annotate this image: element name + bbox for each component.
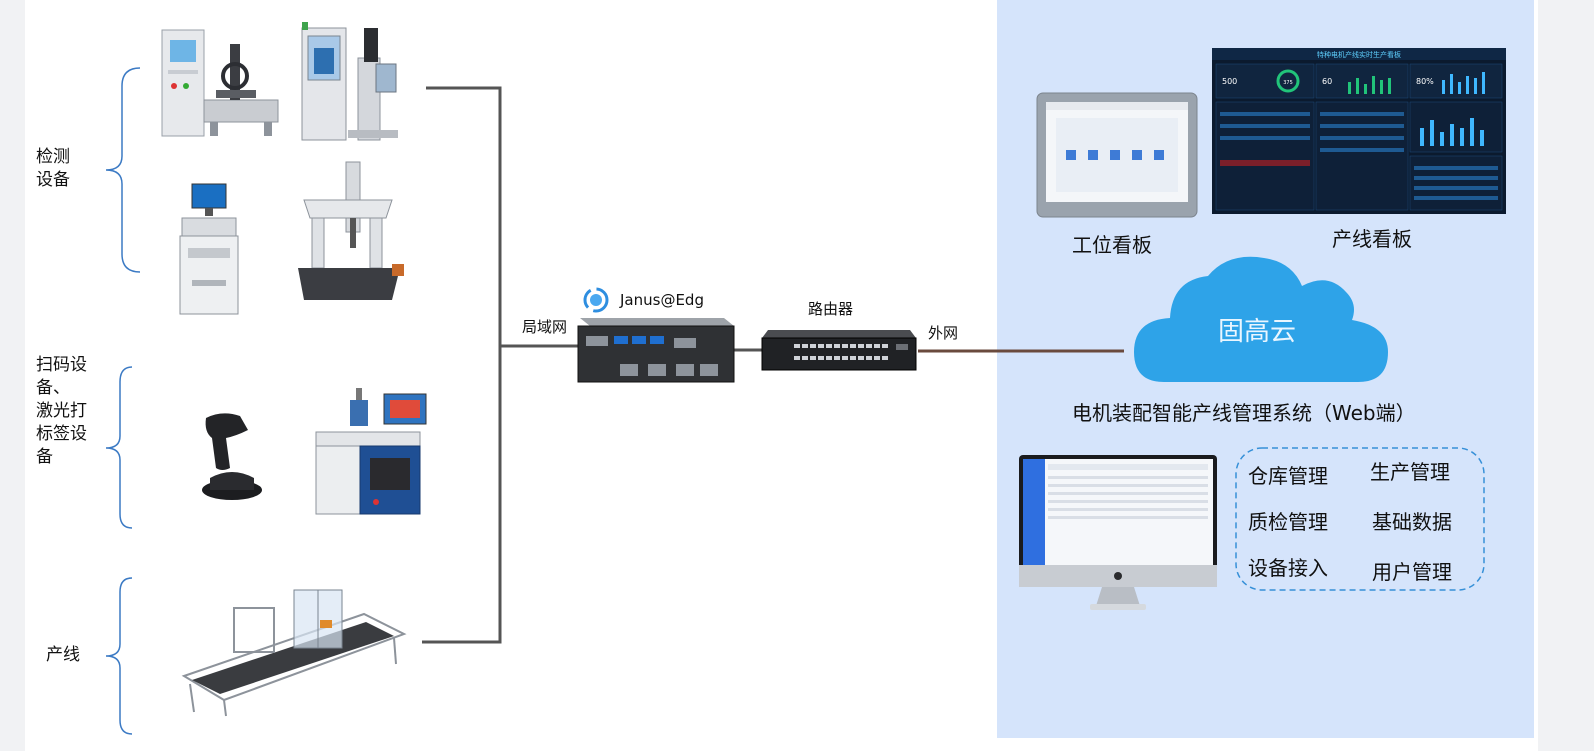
edge-device-label: Janus@Edg [620, 291, 704, 309]
feature-warehouse-management: 仓库管理 [1248, 464, 1328, 488]
station-board-tablet-image [1036, 92, 1198, 218]
edge-router-link-line [734, 348, 764, 352]
feature-device-access: 设备接入 [1248, 556, 1328, 580]
test-station-image [179, 183, 239, 315]
kpi-value-1: 500 [1222, 77, 1237, 86]
web-system-monitor-image [1019, 455, 1217, 610]
barcode-scanner-image [202, 413, 262, 500]
press-machine-image [301, 22, 398, 141]
feature-user-management: 用户管理 [1372, 560, 1452, 584]
cloud-icon [1134, 256, 1388, 382]
kpi-value-3: 80% [1416, 77, 1434, 86]
router-label: 路由器 [808, 300, 854, 318]
balancing-machine-image [161, 29, 279, 137]
cmm-machine-image [298, 161, 404, 300]
laser-marking-machine-image [315, 388, 427, 515]
brace-production-line [105, 577, 133, 735]
line-board-dashboard-image: 特种电机产线实时生产看板 500 60 80% 375 [1212, 48, 1506, 214]
ring-value: 375 [1283, 80, 1293, 86]
kpi-value-2: 60 [1322, 77, 1332, 86]
lan-bus-lines [422, 86, 516, 644]
wan-link-line [918, 349, 1124, 353]
janus-logo-icon [583, 287, 609, 313]
router-switch-image [761, 330, 917, 371]
dashboard-title: 特种电机产线实时生产看板 [1317, 50, 1401, 59]
edge-gateway-device-image [577, 318, 735, 383]
group-label-production-line: 产线 [46, 645, 80, 665]
feature-quality-management: 质检管理 [1248, 510, 1328, 534]
cloud-label: 固高云 [1218, 317, 1297, 347]
group-label-scan-laser: 扫码设 备、 激光打 标签设 备 [36, 355, 87, 467]
production-line-image [181, 589, 407, 717]
group-label-inspection: 检测 设备 [36, 147, 70, 190]
feature-basic-data: 基础数据 [1372, 510, 1452, 534]
feature-group-box [1235, 447, 1485, 591]
line-board-label: 产线看板 [1332, 227, 1412, 251]
feature-production-management: 生产管理 [1370, 460, 1450, 484]
lan-label: 局域网 [522, 318, 568, 336]
brace-inspection [105, 67, 141, 273]
station-board-label: 工位看板 [1072, 233, 1152, 257]
lan-link-line [516, 344, 580, 348]
wan-label: 外网 [928, 324, 959, 342]
brace-scan-laser [105, 366, 133, 529]
system-title: 电机装配智能产线管理系统（Web端） [1072, 401, 1416, 425]
